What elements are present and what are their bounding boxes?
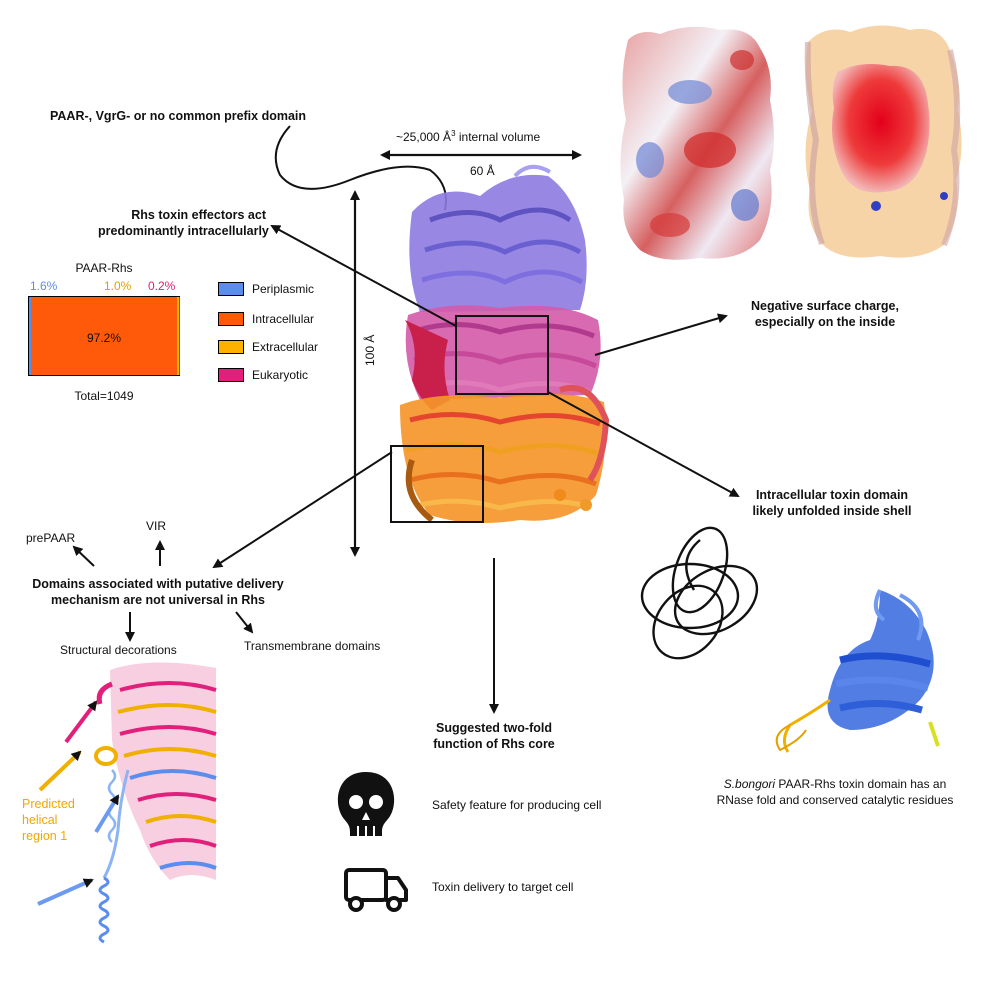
intracellular-line-1: Rhs toxin effectors act	[131, 208, 266, 222]
rhs-barrel-structure	[400, 164, 610, 524]
negative-line-1: Negative surface charge,	[751, 299, 899, 313]
sbongori-line-1-rest: PAAR-Rhs toxin domain has an	[775, 777, 947, 791]
legend-label-periplasmic: Periplasmic	[252, 282, 315, 296]
twofold-callout: Suggested two-fold function of Rhs core	[420, 720, 568, 752]
helical-line-1: Predicted	[22, 797, 75, 811]
skull-icon	[337, 772, 395, 836]
legend-label-intracellular: Intracellular	[252, 312, 315, 326]
delivery-line-1: Domains associated with putative deliver…	[32, 577, 284, 591]
truck-icon	[344, 868, 408, 912]
twofold-line-2: function of Rhs core	[433, 737, 555, 751]
transmembrane-label: Transmembrane domains	[244, 639, 381, 653]
unfolded-knot	[640, 526, 759, 660]
helical-region-label: Predicted helical region 1	[22, 796, 75, 844]
legend-swatch-eukaryotic	[218, 368, 244, 382]
tick-label-eukaryotic: 0.2%	[148, 279, 176, 293]
intracellular-callout: Rhs toxin effectors act predominantly in…	[98, 207, 269, 239]
unfolded-line-1: Intracellular toxin domain	[755, 488, 909, 502]
surface-charge-outside	[620, 26, 774, 260]
chart-title: PAAR-Rhs	[75, 261, 133, 275]
negative-line-2: especially on the inside	[754, 315, 896, 329]
twofold-line-1: Suggested two-fold	[436, 721, 552, 735]
width-label: 60 Å	[470, 164, 495, 178]
legend-label-eukaryotic: Eukaryotic	[252, 368, 309, 382]
stacked-bar	[28, 296, 180, 376]
delivery-line-2: mechanism are not universal in Rhs	[51, 593, 265, 607]
tick-label-periplasmic: 1.6%	[30, 279, 58, 293]
legend-swatch-periplasmic	[218, 282, 244, 296]
height-label: 100 Å	[363, 334, 377, 366]
intracellular-line-2: predominantly intracellularly	[98, 224, 269, 238]
delivery-callout: Domains associated with putative deliver…	[10, 576, 306, 608]
sbongori-caption: S.bongori PAAR-Rhs toxin domain has an R…	[690, 776, 980, 808]
sbongori-line-2: RNase fold and conserved catalytic resid…	[716, 793, 954, 807]
internal-volume-superscript: 3	[451, 129, 456, 138]
toxin-domain-structure	[775, 589, 940, 753]
bar-data-label-intracellular: 97.2%	[86, 331, 122, 345]
internal-volume-suffix: internal volume	[455, 130, 541, 144]
unfolded-line-2: likely unfolded inside shell	[752, 504, 912, 518]
chart-total-label: Total=1049	[74, 389, 134, 403]
prepaar-label: prePAAR	[26, 531, 76, 545]
surface-charge-inside	[804, 25, 962, 258]
delivery-target-label: Toxin delivery to target cell	[432, 880, 574, 894]
structural-decorations-label: Structural decorations	[60, 643, 177, 657]
internal-volume-text: ~25,000 Å	[396, 130, 452, 144]
internal-volume-label: ~25,000 Å3 internal volume	[396, 126, 540, 145]
negative-charge-callout: Negative surface charge, especially on t…	[736, 298, 914, 330]
sbongori-line-1: S.bongori PAAR-Rhs toxin domain has an	[690, 776, 980, 792]
legend-label-extracellular: Extracellular	[252, 340, 319, 354]
unfolded-callout: Intracellular toxin domain likely unfold…	[742, 487, 922, 519]
legend-swatch-intracellular	[218, 312, 244, 326]
structural-decoration-inset	[94, 660, 217, 944]
safety-label: Safety feature for producing cell	[432, 798, 602, 812]
sbongori-species: S.bongori	[723, 777, 776, 791]
tick-label-extracellular: 1.0%	[104, 279, 132, 293]
prefix-domain-label: PAAR-, VgrG- or no common prefix domain	[50, 109, 307, 123]
bar-segment-extracellular	[177, 297, 179, 375]
vir-label: VIR	[146, 519, 167, 533]
bar-segment-periplasmic	[29, 297, 32, 375]
bar-segment-intracellular	[31, 297, 178, 375]
helical-line-3: region 1	[22, 829, 68, 843]
helical-line-2: helical	[22, 813, 58, 827]
legend-swatch-extracellular	[218, 340, 244, 354]
